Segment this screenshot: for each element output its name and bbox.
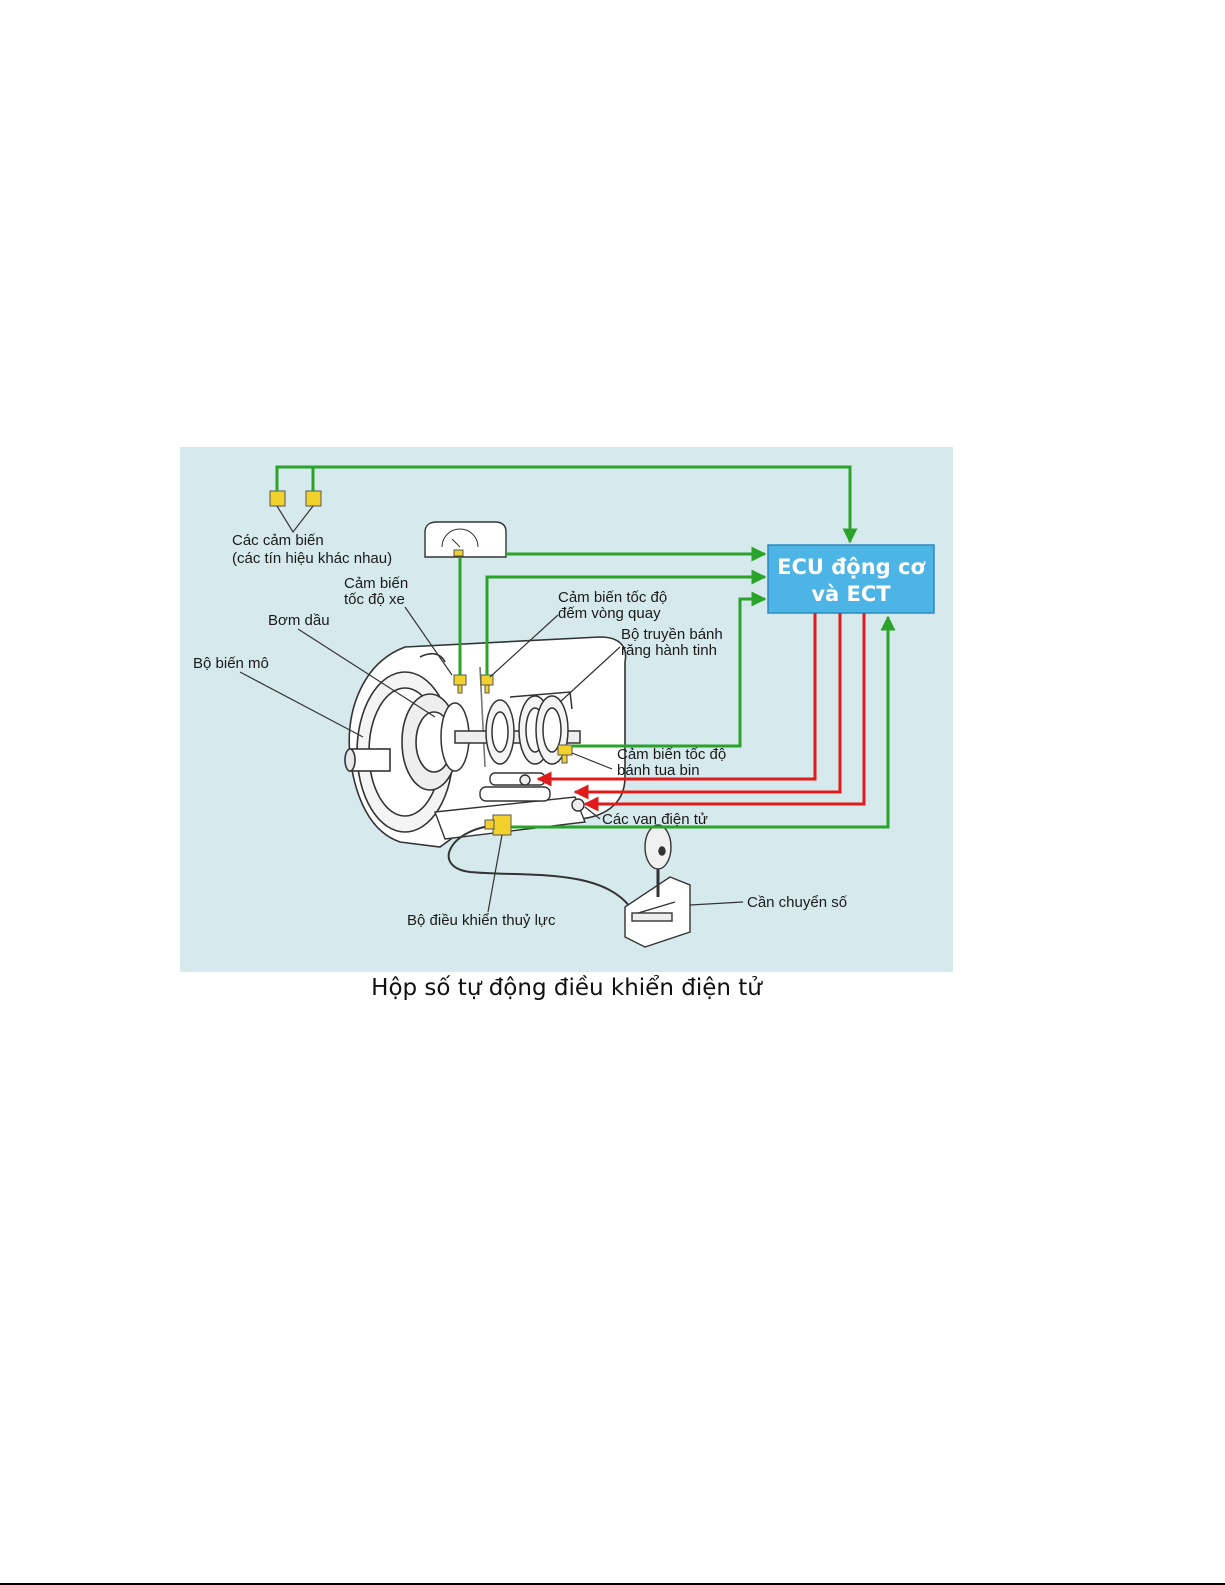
planetary-label-line2: răng hành tinh (621, 642, 717, 659)
oil-pump-label: Bơm dầu (268, 612, 330, 629)
planetary-label-line1: Bộ truyền bánh (621, 626, 723, 643)
sensors-label-line1: Các cảm biến (232, 532, 324, 549)
counter-speed-label-line1: Cảm biến tốc độ (558, 589, 667, 606)
shift-lever-label: Cần chuyển số (747, 894, 848, 911)
turbine-speed-label-line1: Cảm biến tốc độ (617, 746, 726, 763)
vehicle-speed-label-line2: tốc độ xe (344, 591, 405, 608)
ecu-label-line1: ECU động cơ (777, 555, 925, 579)
transmission-diagram: ECU động cơ và ECT Các cảm biến (các tín… (180, 447, 953, 972)
torque-converter-label: Bộ biến mô (193, 655, 269, 672)
ecu-label-line2: và ECT (811, 582, 891, 606)
sensor-box-2 (306, 491, 321, 506)
sensors-label-line2: (các tín hiệu khác nhau) (232, 550, 392, 567)
counter-speed-label-line2: đếm vòng quay (558, 605, 661, 622)
vehicle-speed-label-line1: Cảm biến (344, 575, 408, 592)
instrument-panel-icon (425, 522, 506, 557)
hydraulic-control-label: Bộ điều khiển thuỷ lực (407, 912, 556, 929)
solenoids-label: Các van điện tử (602, 811, 708, 828)
turbine-speed-label-line2: bánh tua bin (617, 762, 700, 779)
sensor-box-1 (270, 491, 285, 506)
figure-caption: Hộp số tự động điều khiển điện tử (180, 975, 953, 1001)
